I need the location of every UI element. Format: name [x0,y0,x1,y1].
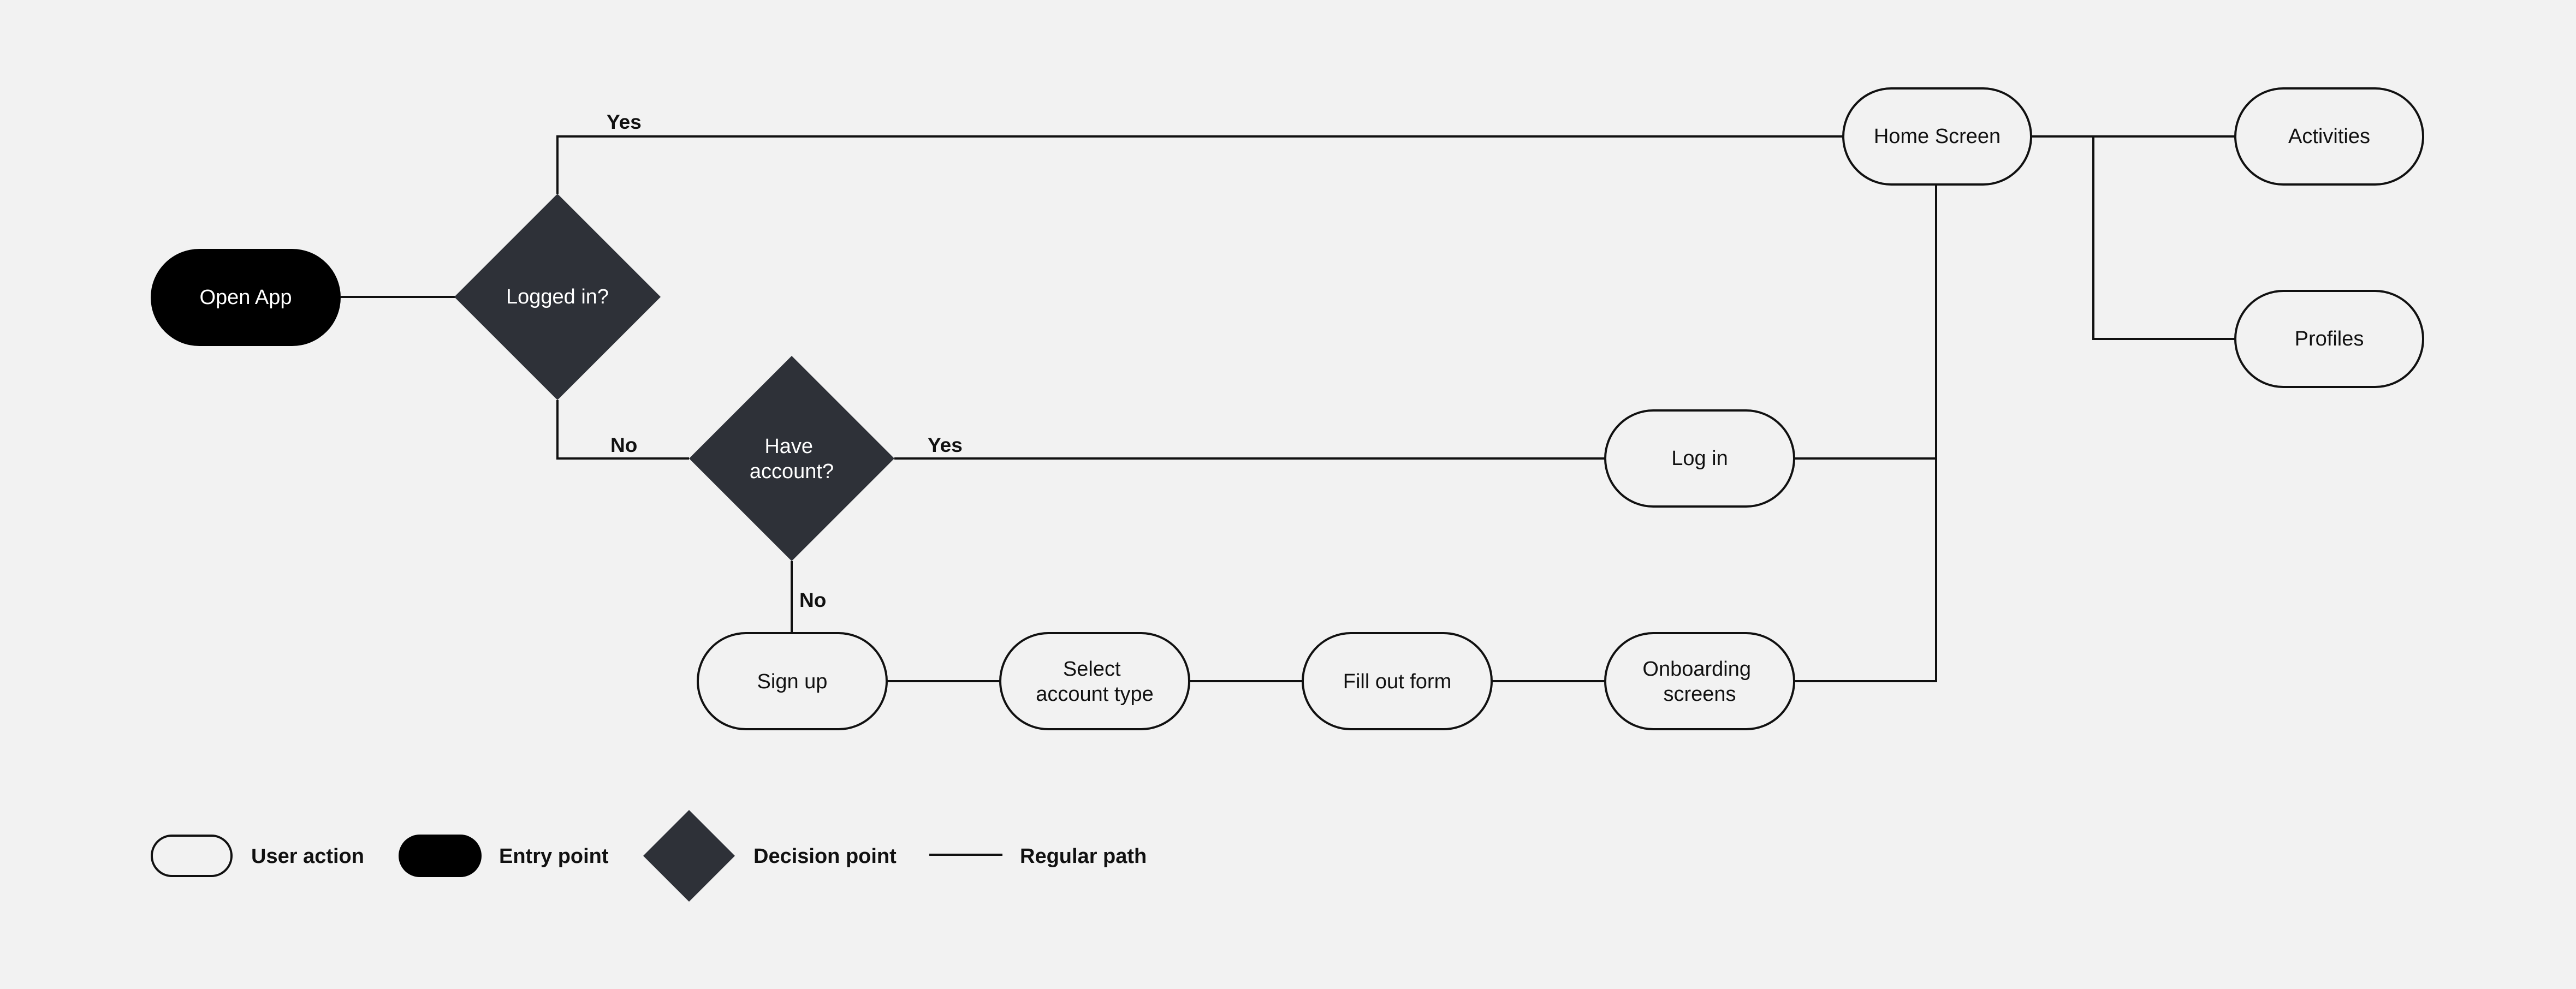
decision-point-shape [454,194,661,400]
connectors [341,135,2235,682]
edge-label-logged-in-yes: Yes [607,111,642,133]
node-label-fill-out-form: Fill out form [1343,670,1451,693]
connector-logged-in-no-to-have-account [556,400,689,460]
legend-entry-point: Entry point [399,835,609,877]
legend-decision-point-label: Decision point [753,845,897,868]
node-label-sign-up: Sign up [757,670,828,693]
legend-entry-point-label: Entry point [499,845,609,868]
entry-point-shape [151,249,341,346]
node-logged-in-decision[interactable]: Logged in? [454,194,661,400]
edge-label-logged-in-no: No [610,434,637,456]
node-label-open-app: Open App [199,286,292,309]
node-log-in[interactable]: Log in [1604,409,1795,508]
node-label-home-screen: Home Screen [1874,125,2001,148]
edge-label-have-account-no: No [799,589,826,611]
edge-label-have-account-yes: Yes [928,434,963,456]
legend-regular-path-label: Regular path [1020,845,1147,868]
connector-home-to-profiles [2092,136,2235,340]
node-onboarding-screens[interactable]: Onboarding screens [1604,632,1795,730]
legend-user-action-swatch [151,835,233,877]
legend-decision-point-swatch [643,810,735,902]
user-action-shape [1842,87,2032,186]
node-fill-out-form[interactable]: Fill out form [1302,632,1493,730]
legend-user-action: User action [151,835,364,877]
node-profiles[interactable]: Profiles [2234,290,2424,388]
decision-point-shape [689,356,894,561]
node-label-have-account: Have account? [750,435,834,483]
node-label-select-account-type: Select account type [1036,658,1153,706]
node-select-account-type[interactable]: Select account type [999,632,1190,730]
node-label-profiles: Profiles [2295,327,2364,350]
legend-entry-point-swatch [399,835,482,877]
legend-regular-path: Regular path [929,845,1147,868]
user-action-shape [2234,87,2424,186]
node-have-account-decision[interactable]: Have account? [689,356,894,561]
legend-user-action-label: User action [251,845,364,868]
node-sign-up[interactable]: Sign up [697,632,888,730]
user-action-shape [1604,632,1795,730]
connector-onboarding-to-home [1794,184,1937,682]
user-action-shape [1604,409,1795,508]
user-action-shape [2234,290,2424,388]
connector-logged-in-yes-to-home [556,135,1843,194]
node-open-app[interactable]: Open App [151,249,341,346]
user-action-shape [697,632,888,730]
user-action-shape [999,632,1190,730]
node-home-screen[interactable]: Home Screen [1842,87,2032,186]
edge-labels: Yes No Yes No [607,111,963,611]
node-label-onboarding-screens: Onboarding screens [1642,658,1756,706]
user-action-shape [1302,632,1493,730]
node-label-activities: Activities [2288,125,2370,148]
node-activities[interactable]: Activities [2234,87,2424,186]
legend-decision-point: Decision point [643,810,897,902]
legend: User action Entry point Decision point R… [151,810,1147,902]
node-label-log-in: Log in [1671,447,1728,470]
node-label-logged-in: Logged in? [506,285,609,308]
